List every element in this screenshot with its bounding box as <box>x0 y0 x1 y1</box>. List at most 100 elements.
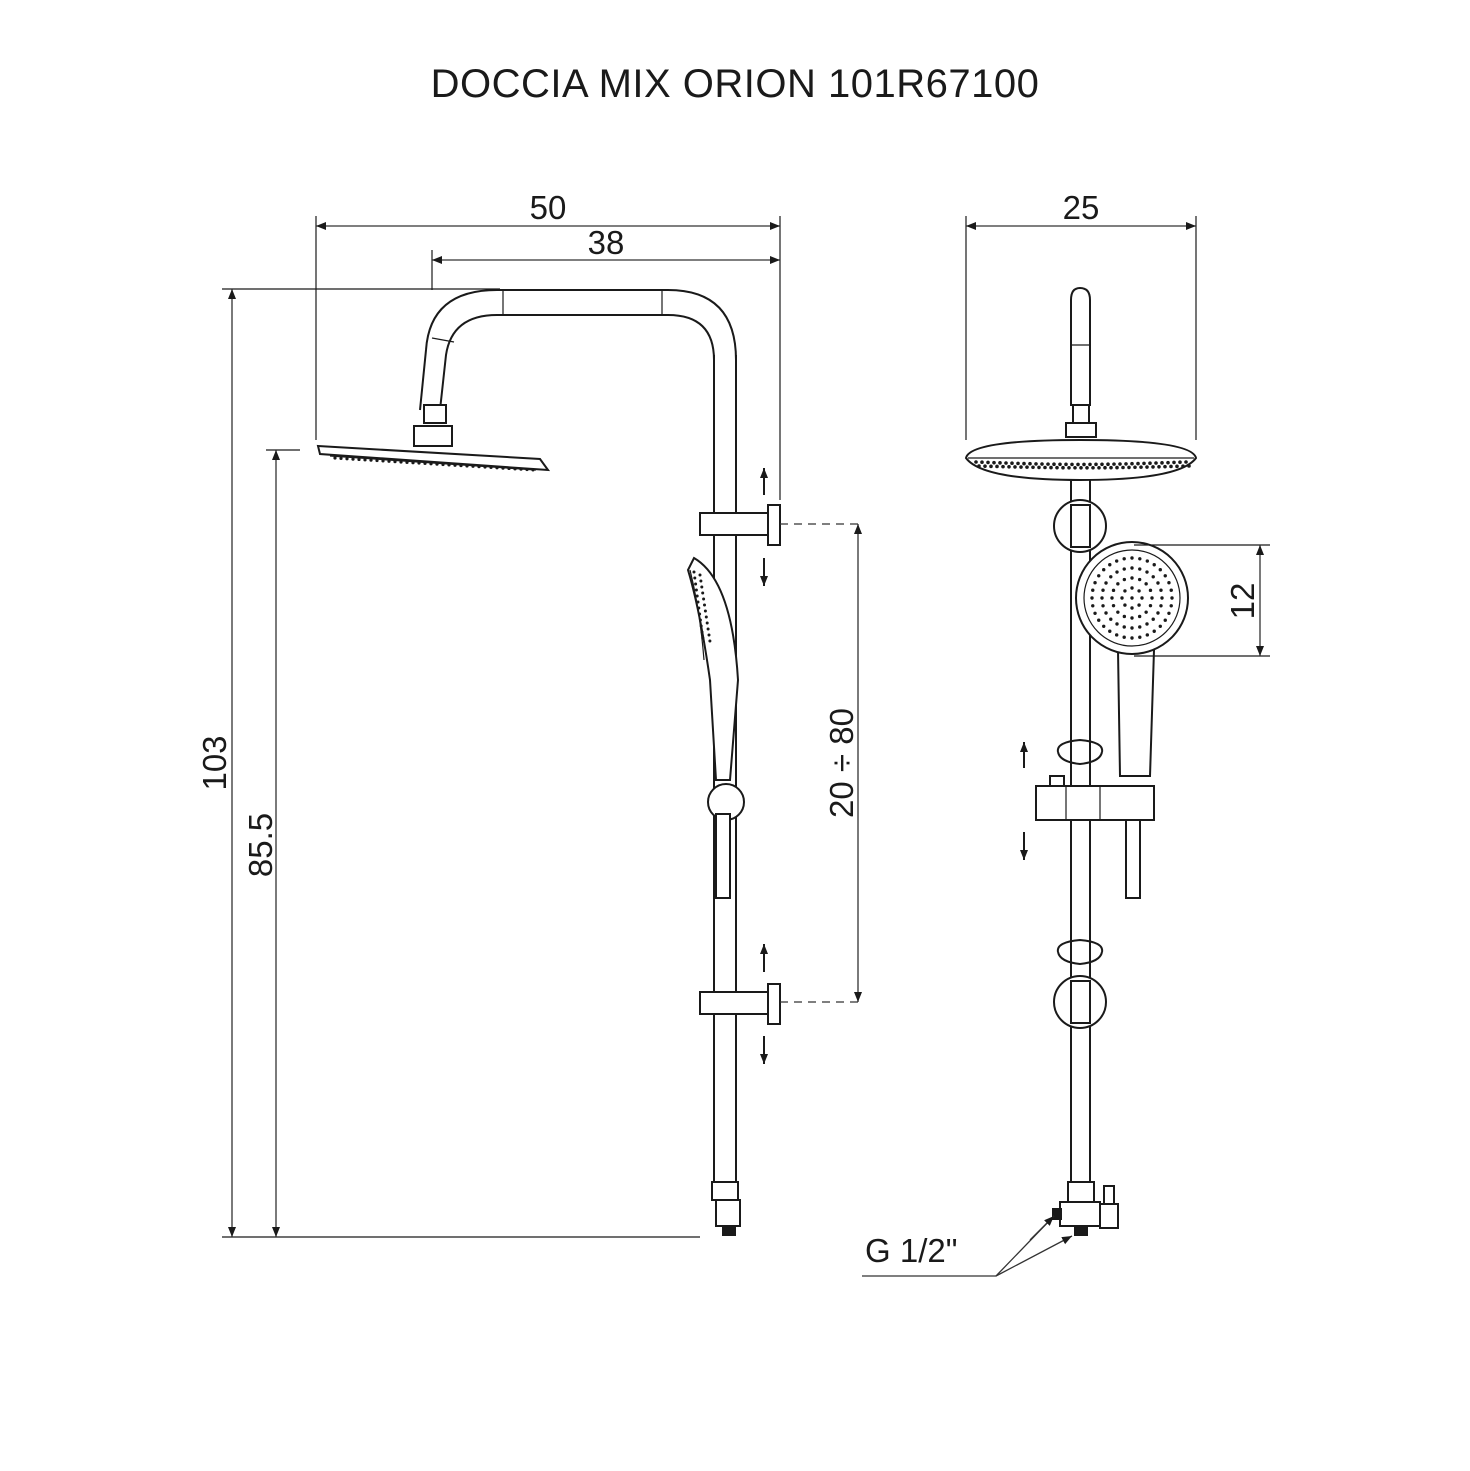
nozzle-dot <box>1108 563 1112 567</box>
upper-wall-bracket <box>699 504 860 546</box>
nozzle-dot <box>1148 603 1153 608</box>
nozzle-dot <box>998 461 1002 465</box>
nozzle-dot <box>1140 596 1144 600</box>
nozzle-dot <box>1109 575 1113 579</box>
nozzle-dot <box>495 466 499 470</box>
nozzle-dot <box>700 585 704 589</box>
nozzle-dot <box>1163 618 1167 622</box>
nozzle-dot <box>1031 465 1035 470</box>
nozzle-dot <box>980 460 984 465</box>
nozzle-dot <box>1100 462 1104 467</box>
nozzle-dot <box>1145 622 1149 626</box>
dimension-103: 103 <box>196 288 700 1238</box>
nozzle-dot <box>465 464 469 468</box>
nozzle-dot <box>1142 461 1146 466</box>
nozzle-dot <box>1073 465 1077 470</box>
dimension-12: 12 <box>1134 544 1270 657</box>
nozzle-dot <box>1076 462 1080 467</box>
nozzle-dot <box>703 609 707 613</box>
side-view: 25 12 G 1/2" <box>862 189 1270 1277</box>
nozzle-dot <box>1001 464 1005 469</box>
dimension-50: 50 <box>315 189 781 500</box>
nozzle-dot <box>1169 604 1173 608</box>
nozzle-dot <box>1094 462 1098 467</box>
nozzle-dot <box>1111 588 1116 593</box>
nozzle-dot <box>1109 465 1113 470</box>
nozzle-dot <box>429 462 433 466</box>
nozzle-dot <box>694 582 698 586</box>
nozzle-dot <box>1159 588 1163 592</box>
nozzle-dot <box>1122 577 1127 582</box>
nozzle-dot <box>1156 611 1160 615</box>
connection-callout: G 1/2" <box>862 1215 1073 1277</box>
nozzle-dot <box>1144 610 1148 614</box>
nozzle-dot <box>1116 582 1120 586</box>
nozzle-dot <box>399 460 403 464</box>
nozzle-dot <box>1028 461 1032 466</box>
nozzle-dot <box>1127 465 1131 470</box>
nozzle-dot <box>1055 465 1059 470</box>
nozzle-dot <box>1109 617 1113 621</box>
dimension-38: 38 <box>431 224 780 290</box>
nozzle-dot <box>992 460 996 465</box>
nozzle-dot <box>1121 465 1125 470</box>
nozzle-dot <box>1156 581 1160 585</box>
side-bottom-connector <box>1052 1181 1119 1236</box>
nozzle-dot <box>1170 596 1174 600</box>
nozzle-dot <box>483 465 487 469</box>
nozzle-dot <box>1148 461 1152 466</box>
front-view: 50 38 103 85.5 20 ÷ 80 <box>196 189 862 1238</box>
nozzle-dot <box>1151 617 1155 621</box>
nozzle-dot <box>1133 465 1137 470</box>
nozzle-dot <box>697 606 701 610</box>
hand-shower-front <box>686 556 745 899</box>
nozzle-dot <box>1093 580 1097 585</box>
nozzle-dot <box>1148 588 1153 593</box>
nozzle-dot <box>1064 462 1068 467</box>
nozzle-dot <box>1067 465 1071 470</box>
nozzle-dot <box>1118 462 1122 466</box>
nozzle-dot <box>1122 557 1126 561</box>
nozzle-dot <box>698 612 702 616</box>
nozzle-dot <box>1172 460 1176 465</box>
nozzle-dot <box>333 456 337 460</box>
nozzle-dot <box>369 458 373 462</box>
nozzle-dot <box>393 460 397 464</box>
nozzle-dot <box>701 636 705 640</box>
nozzle-dot <box>1123 603 1127 607</box>
nozzle-dot <box>700 630 704 634</box>
nozzle-dot <box>459 463 463 468</box>
nozzle-dot <box>1025 465 1029 469</box>
nozzle-dot <box>1004 461 1008 465</box>
nozzle-dot <box>1137 577 1142 582</box>
dimension-85-5: 85.5 <box>242 449 300 1237</box>
nozzle-dot <box>1123 589 1127 593</box>
nozzle-dot <box>1145 570 1149 574</box>
nozzle-dot <box>1130 586 1134 590</box>
shower-arm <box>413 289 737 447</box>
nozzle-dot <box>1138 567 1142 571</box>
nozzle-dot <box>1120 596 1124 600</box>
dimension-25: 25 <box>965 189 1197 440</box>
nozzle-dot <box>696 600 700 604</box>
nozzle-dot <box>1152 563 1156 567</box>
lower-wall-bracket <box>699 983 860 1025</box>
nozzle-dot <box>1106 462 1110 467</box>
nozzle-dot <box>1010 461 1014 466</box>
rotate-arrows-side <box>1056 738 1104 966</box>
bottom-connector <box>711 1181 741 1236</box>
nozzle-dot <box>435 462 439 466</box>
nozzle-dot <box>1111 603 1116 608</box>
nozzle-dot <box>1088 462 1092 467</box>
nozzle-dot <box>1037 465 1041 470</box>
nozzle-dot <box>1091 604 1095 608</box>
connection-label: G 1/2" <box>865 1232 957 1269</box>
dim-label-103: 103 <box>196 735 233 790</box>
nozzle-dot <box>411 461 415 465</box>
nozzle-dot <box>1145 465 1149 469</box>
nozzle-dot <box>1160 461 1164 465</box>
nozzle-dot <box>1145 633 1150 637</box>
nozzle-dot <box>489 465 493 469</box>
nozzle-dot <box>989 464 993 469</box>
